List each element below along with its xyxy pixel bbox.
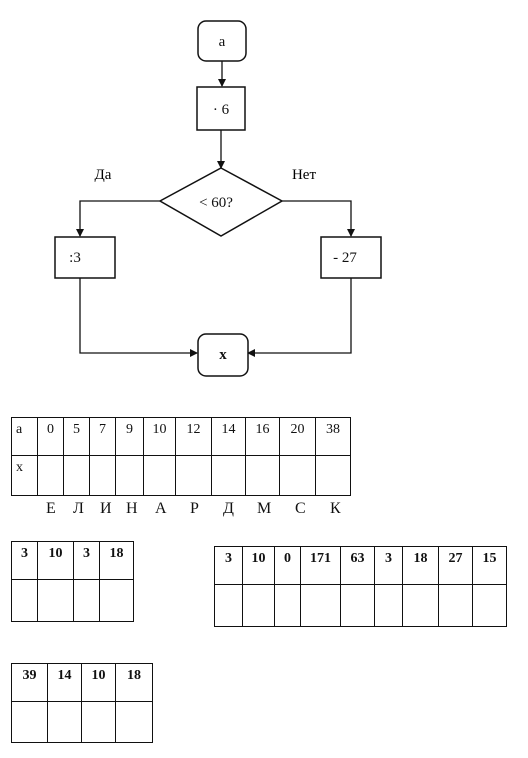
letter: С <box>295 500 306 517</box>
yes-branch-label: Да <box>95 167 112 183</box>
table-row <box>11 701 153 743</box>
no-action-label: - 27 <box>333 250 357 266</box>
arrow-yes-to-result <box>79 278 198 357</box>
x-value-cell <box>175 455 212 496</box>
answer-cell: 27 <box>438 546 473 585</box>
blank-cell <box>374 584 403 627</box>
x-value-cell <box>315 455 351 496</box>
blank-cell <box>11 579 38 622</box>
x-value-cell <box>143 455 176 496</box>
a-value-cell: 20 <box>279 417 316 456</box>
a-value-cell: 10 <box>143 417 176 456</box>
yes-action-label: :3 <box>69 250 81 266</box>
arrow-no-to-result <box>247 278 352 357</box>
a-value-cell: 5 <box>63 417 90 456</box>
yes-action-node <box>54 236 116 279</box>
a-value-cell: 14 <box>211 417 246 456</box>
answer-cell: 3 <box>11 541 38 580</box>
answer-cell: 10 <box>81 663 116 702</box>
letter: М <box>257 500 272 517</box>
letter: Р <box>190 500 199 517</box>
letter: И <box>100 500 112 517</box>
blank-cell <box>37 579 74 622</box>
arrow-no-branch <box>282 200 355 237</box>
table-row: 3 10 0 171 63 3 18 27 15 <box>214 546 507 585</box>
a-value-cell: 12 <box>175 417 212 456</box>
answer-cell: 3 <box>374 546 403 585</box>
blank-cell <box>242 584 275 627</box>
answer-cell: 39 <box>11 663 48 702</box>
flowchart: а · 6 < 60? Да Нет :3 - 27 x <box>54 20 382 377</box>
x-value-cell <box>37 455 64 496</box>
result-node-label: x <box>219 347 227 363</box>
table-row: 39 14 10 18 <box>11 663 153 702</box>
start-node-label: а <box>219 34 226 50</box>
letter: Н <box>126 500 138 517</box>
table-row <box>214 584 507 627</box>
letter: А <box>155 500 167 517</box>
letter: Л <box>73 500 84 517</box>
blank-cell <box>402 584 439 627</box>
row-label-x: x <box>11 455 38 496</box>
blank-cell <box>81 701 116 743</box>
arrow-yes-branch <box>76 200 160 237</box>
no-action-node <box>320 236 382 279</box>
letter: К <box>330 500 341 517</box>
answer-cell: 15 <box>472 546 507 585</box>
answer-table-2: 3 10 0 171 63 3 18 27 15 <box>214 546 507 627</box>
answer-cell: 3 <box>73 541 100 580</box>
multiply-node-label: · 6 <box>213 102 230 118</box>
letter: Е <box>46 500 56 517</box>
x-value-cell <box>211 455 246 496</box>
table-row-x: x <box>11 455 351 496</box>
no-branch-label: Нет <box>292 167 316 183</box>
x-value-cell <box>63 455 90 496</box>
blank-cell <box>300 584 341 627</box>
row-label-a: а <box>11 417 38 456</box>
blank-cell <box>99 579 134 622</box>
blank-cell <box>274 584 301 627</box>
answer-cell: 18 <box>99 541 134 580</box>
decision-node-label: < 60? <box>199 195 233 211</box>
blank-cell <box>47 701 82 743</box>
a-value-cell: 0 <box>37 417 64 456</box>
result-node <box>197 333 249 377</box>
x-value-cell <box>115 455 144 496</box>
a-value-cell: 38 <box>315 417 351 456</box>
x-value-cell <box>245 455 280 496</box>
decision-node <box>158 167 284 237</box>
x-value-cell <box>279 455 316 496</box>
blank-cell <box>11 701 48 743</box>
a-value-cell: 16 <box>245 417 280 456</box>
a-value-cell: 7 <box>89 417 116 456</box>
answer-cell: 10 <box>37 541 74 580</box>
answer-table-3: 39 14 10 18 <box>11 663 153 743</box>
table-row: 3 10 3 18 <box>11 541 134 580</box>
answer-cell: 63 <box>340 546 375 585</box>
table-row-a: а 0 5 7 9 10 12 14 16 20 38 <box>11 417 351 456</box>
answer-cell: 18 <box>402 546 439 585</box>
multiply-node <box>196 86 246 131</box>
blank-cell <box>214 584 243 627</box>
answer-cell: 0 <box>274 546 301 585</box>
a-value-cell: 9 <box>115 417 144 456</box>
answer-cell: 14 <box>47 663 82 702</box>
main-value-table: а 0 5 7 9 10 12 14 16 20 38 x <box>11 417 351 496</box>
answer-table-1: 3 10 3 18 <box>11 541 134 622</box>
blank-cell <box>438 584 473 627</box>
blank-cell <box>340 584 375 627</box>
answer-cell: 171 <box>300 546 341 585</box>
answer-cell: 3 <box>214 546 243 585</box>
blank-cell <box>472 584 507 627</box>
letters-row: Е Л И Н А Р Д М С К <box>0 500 528 522</box>
blank-cell <box>73 579 100 622</box>
x-value-cell <box>89 455 116 496</box>
letter: Д <box>223 500 234 517</box>
table-row <box>11 579 134 622</box>
answer-cell: 10 <box>242 546 275 585</box>
answer-cell: 18 <box>115 663 153 702</box>
blank-cell <box>115 701 153 743</box>
